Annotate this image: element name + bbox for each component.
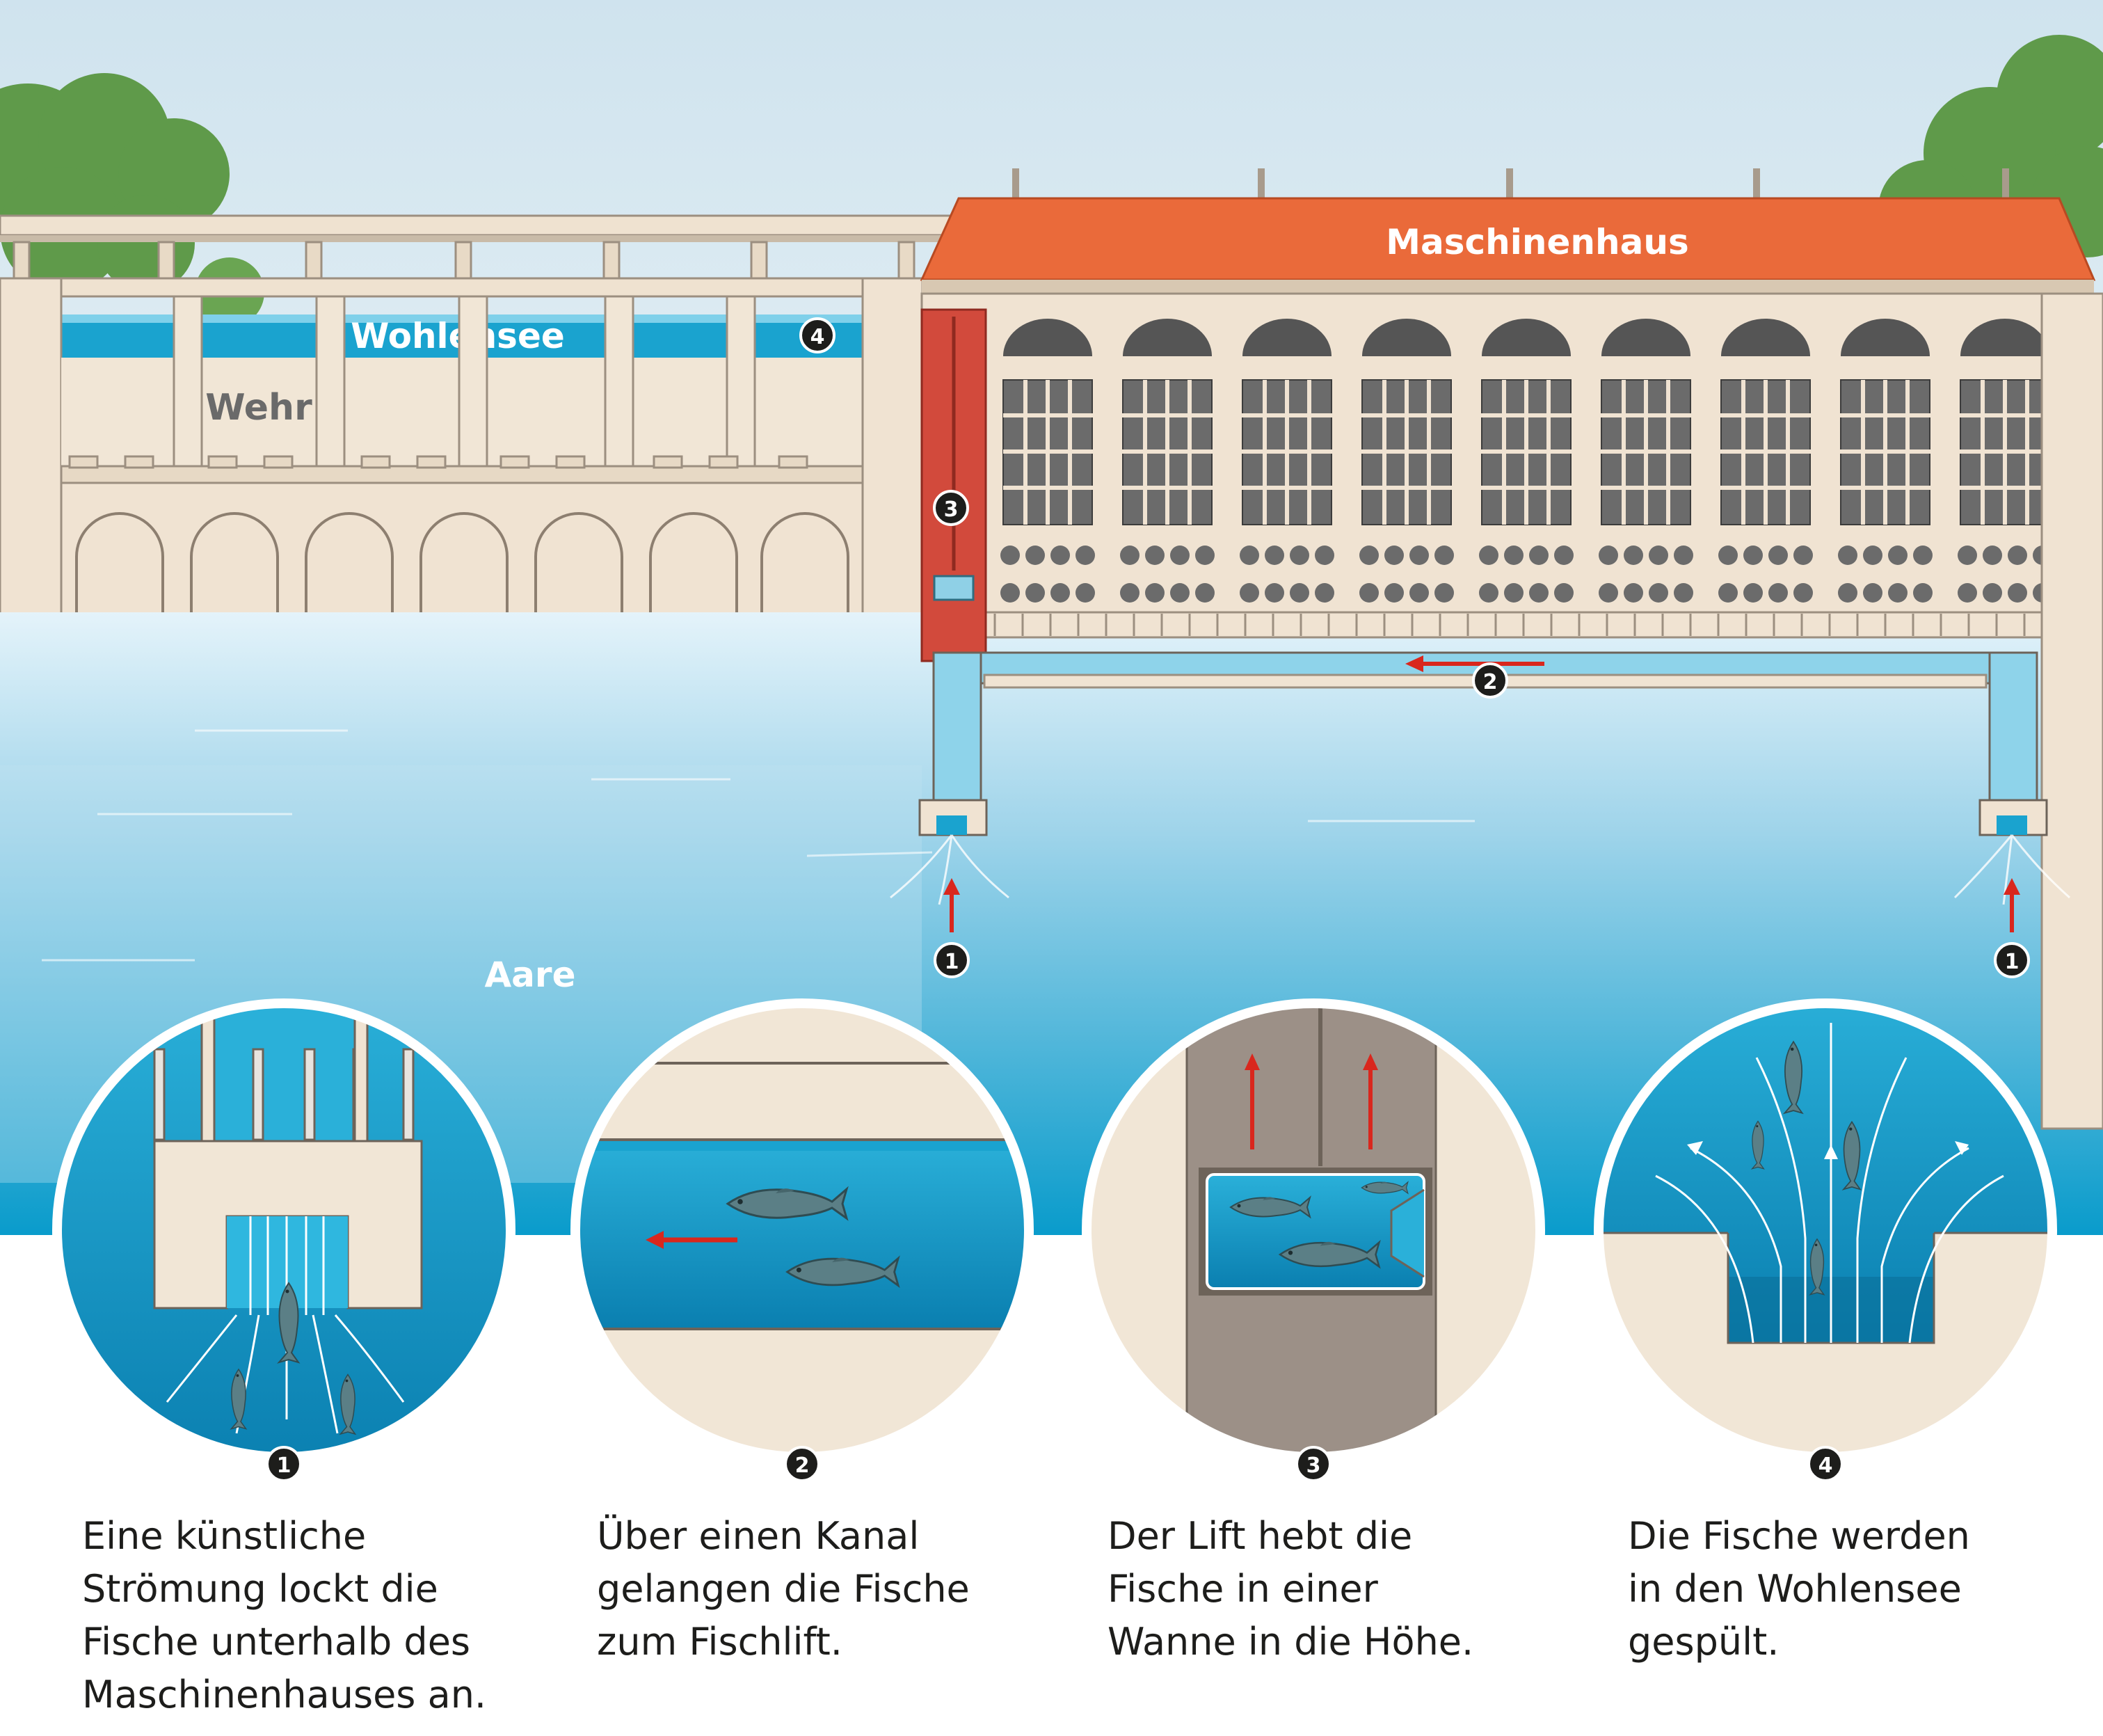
step-2-marker: 2 — [795, 1454, 810, 1478]
wehr-label: Wehr — [205, 387, 312, 429]
circle-markers: 1 2 3 4 — [266, 1446, 1844, 1482]
flow-arrow-icon — [1363, 1053, 1378, 1070]
number-marker-icon — [799, 317, 835, 353]
step-captions: Eine künstliche Strömung lockt die Fisch… — [0, 1510, 2103, 1736]
flow-arrows — [943, 655, 2020, 932]
number-marker-icon — [266, 1446, 302, 1482]
scene-markers: 4 3 2 1 1 — [799, 317, 2030, 978]
step-4-caption: Die Fische werden in den Wohlensee gespü… — [1628, 1514, 1970, 1664]
number-marker-icon — [1472, 662, 1508, 699]
aare-label: Aare — [484, 955, 575, 995]
flow-arrow-icon — [1245, 1053, 1260, 1070]
wohlensee-label: Wohlensee — [351, 316, 565, 356]
flow-arrow-icon — [646, 1231, 664, 1249]
marker-1-left: 1 — [945, 950, 959, 974]
flow-arrow-icon — [2004, 878, 2020, 895]
step-1-caption: Eine künstliche Strömung lockt die Fisch… — [82, 1514, 487, 1717]
step-3-caption: Der Lift hebt die Fische in einer Wanne … — [1108, 1514, 1474, 1664]
marker-3: 3 — [944, 497, 959, 522]
fish-lift-tower — [920, 308, 987, 662]
marker-2: 2 — [1483, 670, 1498, 694]
detail-circle-3 — [1082, 998, 1545, 1462]
maschinenhaus-label: Maschinenhaus — [1386, 222, 1688, 262]
number-marker-icon — [933, 490, 969, 526]
flow-arrow-icon — [1405, 655, 1423, 672]
maschinenhaus-building — [920, 168, 2103, 1130]
number-marker-icon — [1295, 1446, 1332, 1482]
number-marker-icon — [934, 942, 970, 978]
number-marker-icon — [1807, 1446, 1844, 1482]
step-2-caption: Über einen Kanal gelangen die Fische zum… — [597, 1514, 970, 1664]
flow-arrow-icon — [943, 878, 960, 895]
marker-1-right: 1 — [2005, 950, 2020, 974]
detail-circle-4 — [1594, 998, 2057, 1462]
step-4-marker: 4 — [1818, 1454, 1833, 1478]
windows — [1000, 319, 2052, 603]
outflow-streams — [890, 834, 2070, 905]
marker-4: 4 — [810, 325, 825, 349]
step-3-marker: 3 — [1306, 1454, 1321, 1478]
step-1-marker: 1 — [277, 1454, 291, 1478]
detail-circle-2 — [570, 998, 1034, 1462]
number-marker-icon — [1994, 942, 2030, 978]
number-marker-icon — [784, 1446, 820, 1482]
